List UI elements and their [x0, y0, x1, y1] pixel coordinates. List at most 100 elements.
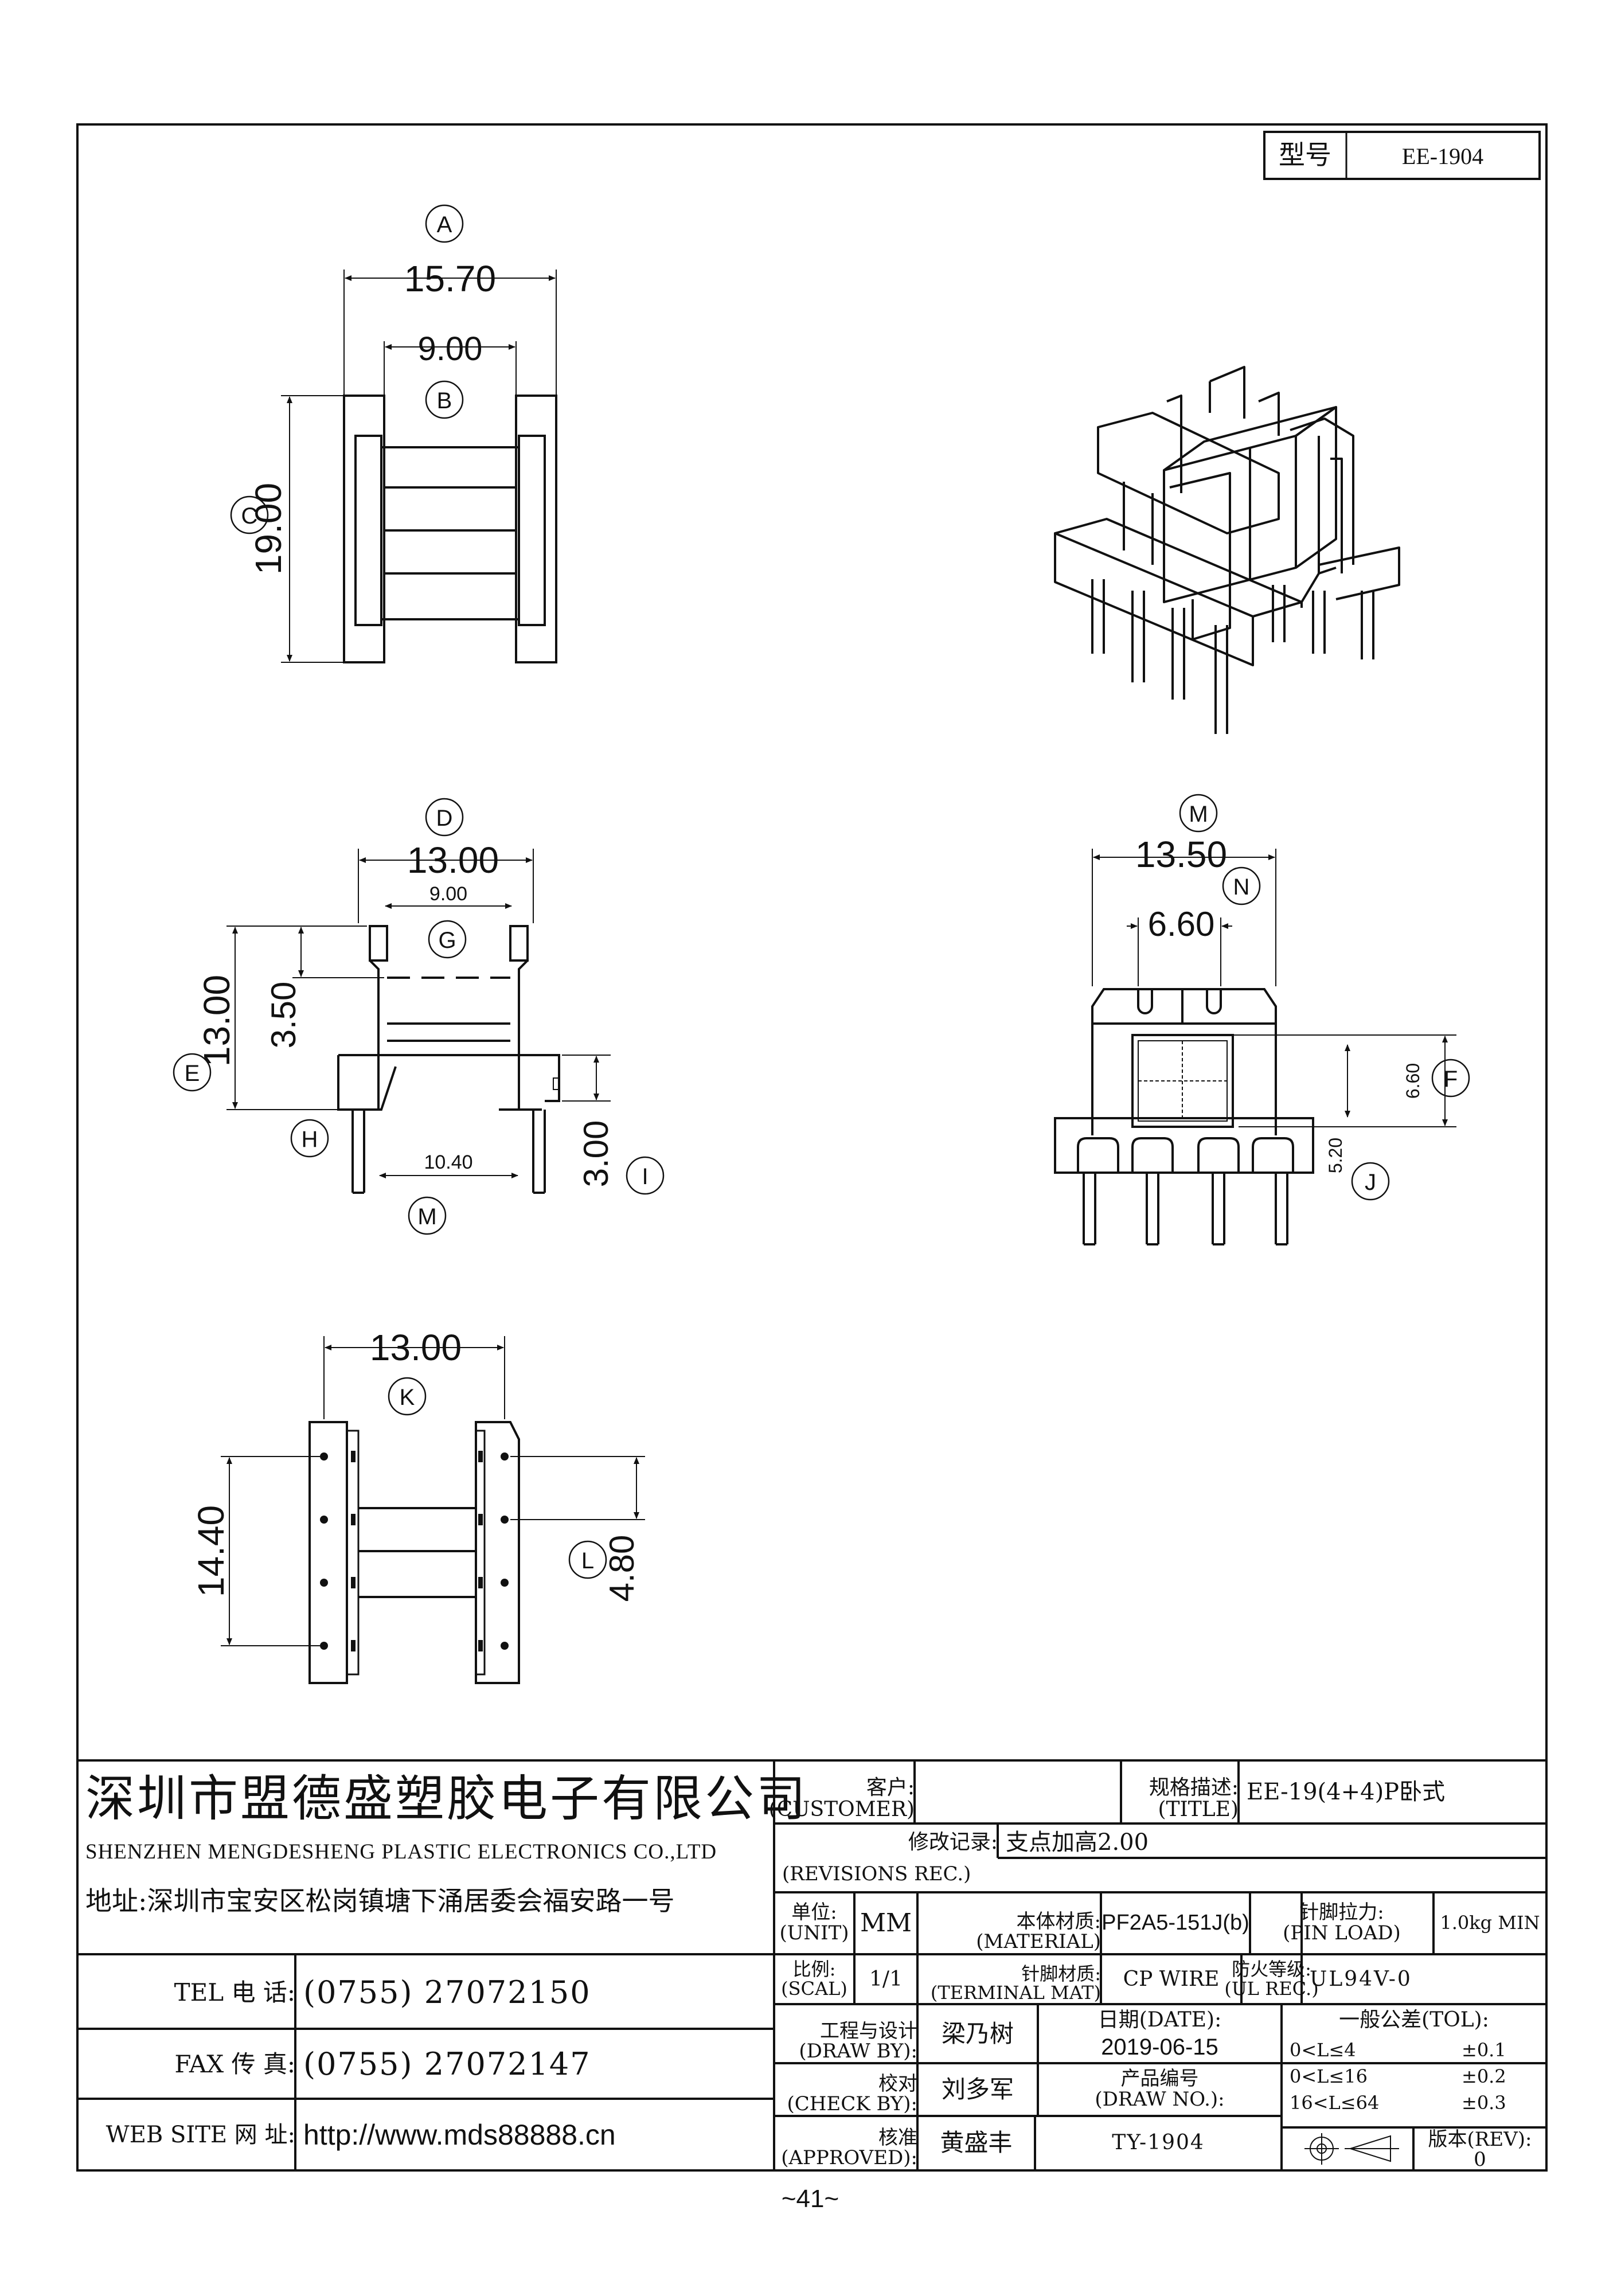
customer-label-cn: 客户:	[866, 1776, 915, 1800]
web-label: WEB SITE 网 址:	[106, 2122, 295, 2148]
dim-side-width: 13.00	[407, 839, 499, 881]
ul-label-cn: 防火等级:	[1232, 1958, 1311, 1980]
title-value: EE-19(4+4)P卧式	[1247, 1779, 1446, 1805]
tolerance-title: 一般公差(TOL):	[1339, 2008, 1489, 2032]
revisions-label-cn: 修改记录:	[908, 1830, 998, 1854]
bottom-view	[221, 1336, 645, 1684]
title-label: 规格描述: (TITLE)	[1121, 1763, 1247, 1821]
tolerance-range-2: 0<L≤16	[1290, 2065, 1368, 2088]
tag-M-side: M	[417, 1204, 436, 1229]
tolerance-value-1: ±0.1	[1462, 2039, 1506, 2061]
approved-label-en: (APPROVED):	[781, 2146, 917, 2170]
top-view	[230, 204, 557, 663]
fax-value: (0755) 27072147	[303, 2045, 591, 2082]
dim-front-slot: 6.60	[1148, 905, 1215, 943]
scale-value: 1/1	[869, 1967, 903, 1991]
ul-value: UL94V-0	[1310, 1967, 1412, 1991]
tag-F: F	[1444, 1067, 1458, 1092]
dim-bottom-length: 14.40	[190, 1505, 232, 1597]
customer-value	[915, 1763, 1121, 1821]
title-label-en: (TITLE)	[1158, 1798, 1239, 1822]
tag-K: K	[400, 1385, 415, 1410]
tag-D: D	[436, 806, 453, 831]
fax-label: FAX 传 真:	[174, 2049, 295, 2078]
unit-label: 单位: (UNIT)	[774, 1894, 854, 1953]
web-value[interactable]: http://www.mds88888.cn	[303, 2118, 616, 2151]
date-value: 2019-06-15	[1101, 2035, 1218, 2060]
tag-E: E	[185, 1061, 200, 1086]
check-by-label-en: (CHECK BY):	[787, 2092, 917, 2116]
tag-M-front: M	[1189, 802, 1208, 827]
rev-value: 0	[1474, 2148, 1486, 2172]
tag-A: A	[437, 212, 452, 237]
dim-bottom-pitch: 4.80	[603, 1535, 641, 1602]
tag-C: C	[241, 503, 258, 529]
terminal-label-en: (TERMINAL MAT)	[930, 1982, 1101, 2004]
model-value: EE-1904	[1402, 143, 1483, 169]
dim-top-width: 15.70	[404, 258, 496, 299]
draw-by-value: 梁乃树	[941, 2019, 1014, 2048]
tolerance-range-3: 16<L≤64	[1290, 2092, 1380, 2114]
front-view	[1054, 794, 1470, 1245]
dim-side-height: 13.00	[196, 975, 237, 1067]
company-name-en: SHENZHEN MENGDESHENG PLASTIC ELECTRONICS…	[85, 1840, 717, 1864]
tag-J: J	[1365, 1170, 1376, 1195]
title-block-grid	[77, 1759, 1546, 2170]
dim-front-base: 5.20	[1325, 1138, 1346, 1173]
pin-load-label: 针脚拉力: (PIN LOAD)	[1250, 1894, 1433, 1953]
draw-no-label-cn: 产品编号	[1120, 2067, 1199, 2091]
rev-label: 版本(REV):	[1428, 2128, 1532, 2151]
tolerance-range-1: 0<L≤4	[1290, 2039, 1356, 2061]
approved-value: 黄盛丰	[940, 2128, 1013, 2157]
draw-no-label-en: (DRAW NO.):	[1095, 2088, 1225, 2111]
material-label-cn: 本体材质:	[1016, 1910, 1101, 1933]
dim-front-window: 6.60	[1403, 1063, 1423, 1099]
scale-label-en: (SCAL)	[781, 1977, 847, 2000]
customer-label-en: (CUSTOMER)	[768, 1798, 915, 1822]
check-by-label-cn: 校对	[878, 2072, 917, 2095]
draw-by-label-cn: 工程与设计	[820, 2019, 917, 2043]
side-view	[173, 798, 665, 1235]
tag-B: B	[437, 388, 452, 413]
pin-load-value: 1.0kg MIN	[1440, 1912, 1540, 1934]
page-number: ~41~	[781, 2184, 839, 2213]
check-by-value: 刘多军	[941, 2075, 1014, 2103]
ul-label-en: (UL REC.)	[1224, 1977, 1319, 2000]
revisions-label-en: (REVISIONS REC.)	[782, 1862, 971, 1886]
tag-G: G	[438, 928, 456, 953]
revisions-value: 支点加高2.00	[1006, 1829, 1149, 1856]
dim-side-pitch: 10.40	[424, 1151, 472, 1173]
material-value: PF2A5-151J(b)	[1102, 1911, 1249, 1935]
terminal-value: CP WIRE	[1123, 1967, 1220, 1991]
tag-H: H	[302, 1127, 318, 1152]
projection-symbol-icon	[1304, 2133, 1399, 2165]
tag-L: L	[581, 1548, 594, 1573]
approved-label: 核准 (APPROVED):	[774, 2117, 925, 2169]
material-label: 本体材质: (MATERIAL)	[917, 1894, 1109, 1953]
draw-by-label: 工程与设计 (DRAW BY):	[774, 2006, 925, 2062]
date-label: 日期(DATE):	[1097, 2008, 1222, 2032]
model-label: 型号	[1279, 140, 1331, 170]
tolerance-value-2: ±0.2	[1462, 2065, 1506, 2088]
company-name-cn: 深圳市盟德盛塑胶电子有限公司	[85, 1770, 808, 1828]
pin-load-label-en: (PIN LOAD)	[1283, 1922, 1401, 1944]
draw-by-label-en: (DRAW BY):	[799, 2040, 917, 2063]
unit-value: MM	[860, 1908, 912, 1938]
dim-front-width: 13.50	[1135, 834, 1227, 875]
company-address: 地址:深圳市宝安区松岗镇塘下涌居委会福安路一号	[85, 1885, 675, 1916]
tel-label: TEL 电 话:	[174, 1978, 295, 2006]
scale-label-cn: 比例:	[792, 1958, 836, 1980]
tag-I: I	[642, 1164, 648, 1189]
dim-side-shoulder: 3.50	[264, 982, 303, 1049]
unit-label-cn: 单位:	[791, 1901, 837, 1924]
customer-label: 客户: (CUSTOMER)	[769, 1763, 923, 1821]
scale-label: 比例: (SCAL)	[774, 1955, 854, 2003]
check-by-label: 校对 (CHECK BY):	[774, 2064, 925, 2115]
terminal-label: 针脚材质: (TERMINAL MAT)	[917, 1955, 1109, 2003]
ul-label: 防火等级: (UL REC.)	[1224, 1955, 1318, 2003]
draw-no-label: 产品编号 (DRAW NO.):	[1038, 2064, 1282, 2115]
terminal-label-cn: 针脚材质:	[1021, 1962, 1101, 1985]
dim-side-pin: 3.00	[577, 1120, 615, 1188]
